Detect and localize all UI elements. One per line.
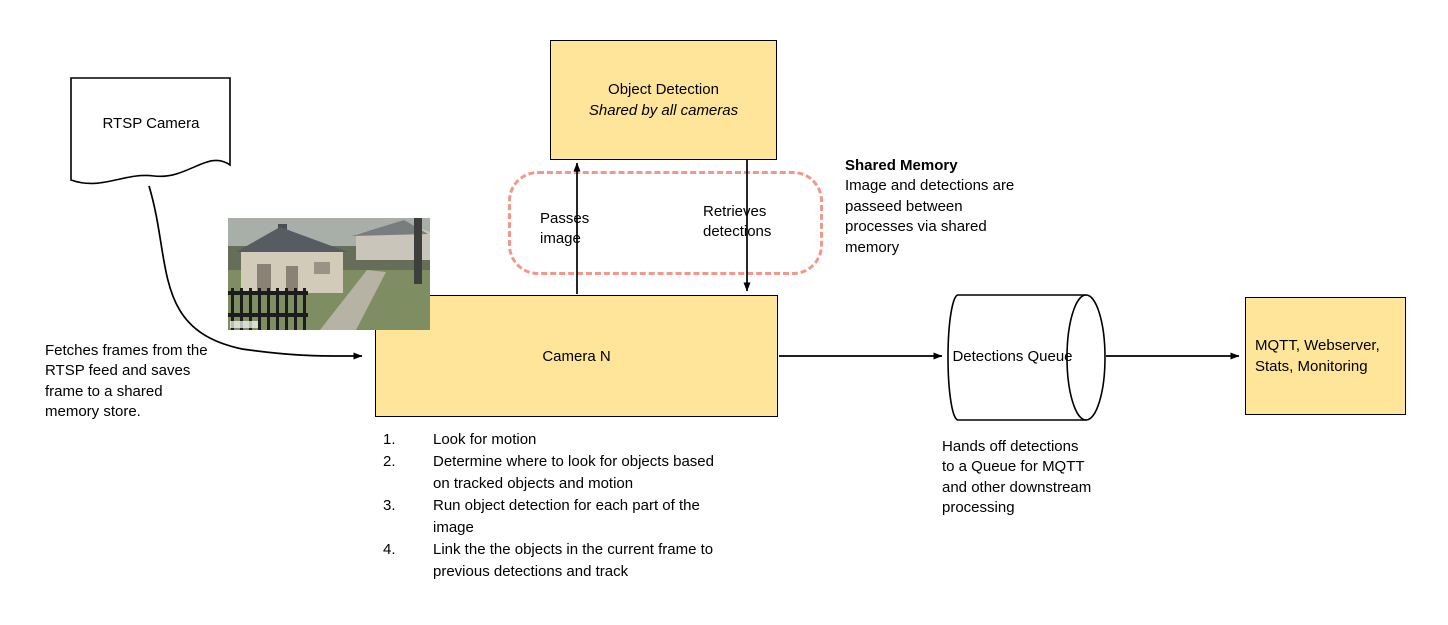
shared-memory-note: Shared Memory Image and detections are p… — [845, 156, 1035, 258]
step-text: Look for motion — [433, 431, 537, 448]
retrieves-detections-label: Retrieves detections — [703, 203, 772, 241]
camera-step: 2. Determine where to look for objects b… — [383, 451, 743, 495]
camera-snapshot-image — [228, 218, 430, 330]
rtsp-to-camera-arrow — [148, 185, 363, 360]
camera-step: 3. Run object detection for each part of… — [383, 495, 743, 539]
detections-queue-label: Detections Queue — [952, 347, 1073, 365]
object-detection-title: Object Detection — [608, 81, 719, 98]
passes-image-label: Passes image — [540, 210, 590, 248]
camera-step: 1. Look for motion — [383, 429, 743, 451]
step-number: 3. — [383, 497, 396, 514]
shared-memory-outline — [508, 171, 823, 275]
object-detection-subtitle: Shared by all cameras — [588, 102, 739, 119]
camera-step: 4. Link the the objects in the current f… — [383, 539, 743, 583]
camera-n-label: Camera N — [542, 347, 611, 365]
step-number: 4. — [383, 541, 396, 558]
step-text: Determine where to look for objects base… — [433, 453, 714, 492]
camera-n-box: Camera N — [375, 295, 778, 417]
rtsp-camera-shape — [70, 77, 231, 185]
shared-memory-note-title: Shared Memory — [845, 157, 958, 174]
detections-queue-shape — [947, 294, 1106, 421]
step-number: 1. — [383, 431, 396, 448]
fetch-frames-note: Fetches frames from the RTSP feed and sa… — [45, 342, 208, 421]
shared-memory-note-body: Image and detections are passeed between… — [845, 177, 1015, 256]
step-number: 2. — [383, 453, 396, 470]
outputs-box: MQTT, Webserver, Stats, Monitoring — [1245, 297, 1406, 415]
step-text: Link the the objects in the current fram… — [433, 541, 714, 580]
step-text: Run object detection for each part of th… — [433, 497, 700, 536]
camera-steps-list: 1. Look for motion 2. Determine where to… — [383, 429, 743, 583]
rtsp-camera-label: RTSP Camera — [102, 115, 200, 132]
queue-handoff-note: Hands off detections to a Queue for MQTT… — [942, 438, 1092, 517]
object-detection-box: Object Detection Shared by all cameras — [550, 40, 777, 160]
outputs-label: MQTT, Webserver, Stats, Monitoring — [1255, 337, 1380, 375]
